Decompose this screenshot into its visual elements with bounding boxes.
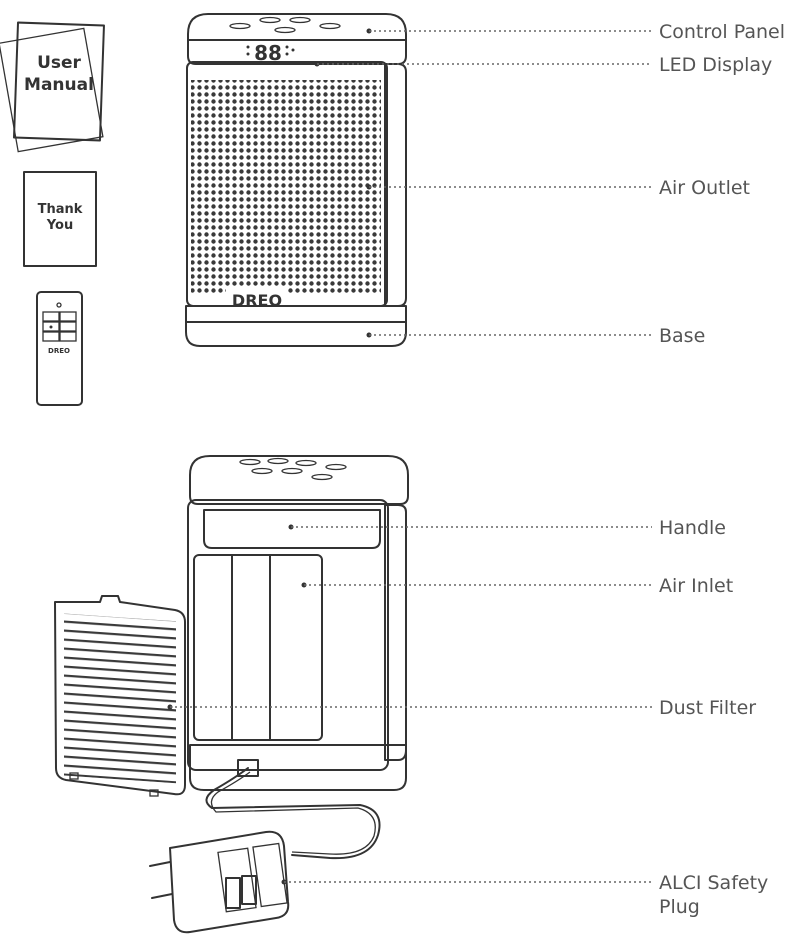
user-manual: User Manual: [0, 21, 105, 153]
control-panel-cap: [187, 13, 407, 65]
remote-logo: DREO: [48, 347, 70, 355]
handle-recess: [203, 509, 381, 549]
label-control-panel: Control Panel: [659, 21, 785, 43]
heater-rear-view: [187, 455, 409, 791]
label-led-display: LED Display: [659, 54, 772, 76]
label-air-inlet: Air Inlet: [659, 575, 733, 597]
label-air-outlet: Air Outlet: [659, 177, 750, 199]
led-display: 88: [246, 41, 295, 65]
label-base: Base: [659, 325, 705, 347]
heater-front-view: 88 DREO: [185, 13, 407, 347]
heater-base: [185, 305, 407, 347]
label-handle: Handle: [659, 517, 726, 539]
dust-filter-panel: [54, 595, 186, 797]
alci-safety-plug: [149, 767, 381, 934]
label-dust-filter: Dust Filter: [659, 697, 756, 719]
thank-you-card: Thank You: [23, 171, 97, 267]
label-plug-line1: ALCI Safety: [659, 872, 768, 894]
air-outlet-grille: [191, 80, 381, 295]
manual-title-line2: Manual: [24, 75, 94, 95]
heater-brand-logo: DREO: [232, 291, 282, 310]
card-text-line2: You: [46, 218, 73, 233]
manual-title-line1: User: [37, 53, 81, 73]
remote-control: DREO: [36, 291, 83, 406]
callout-leaders: [167, 28, 652, 885]
led-display-value: 88: [254, 41, 282, 65]
air-inlet-grille: [193, 554, 323, 741]
card-text-line1: Thank: [38, 202, 83, 217]
label-plug-line2: Plug: [659, 896, 700, 918]
